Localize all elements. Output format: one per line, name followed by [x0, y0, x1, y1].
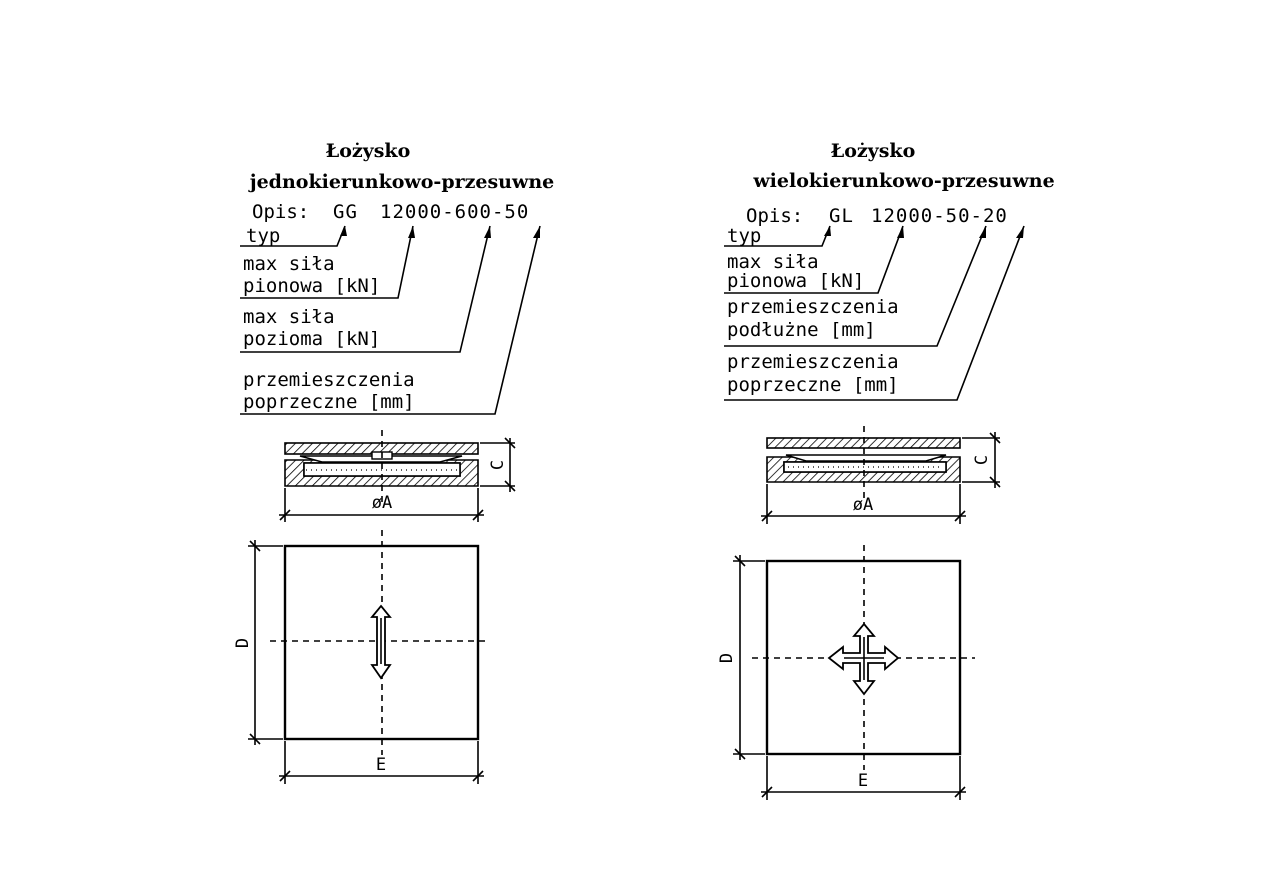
left-section-view: C øA — [279, 430, 516, 522]
right-label-v2-line2: podłużne [mm] — [727, 319, 876, 341]
right-title-line2: wielokierunkowo-przesuwne — [752, 170, 1054, 192]
left-label-typ: typ — [246, 225, 280, 247]
left-dim-A: øA — [372, 493, 392, 513]
right-section-view: C øA — [761, 426, 1001, 524]
left-title-line1: Łożysko — [326, 140, 411, 162]
right-title-line1: Łożysko — [831, 140, 916, 162]
right-code-type: GL — [829, 205, 854, 227]
right-bearing: Łożysko wielokierunkowo-przesuwne Opis: … — [717, 140, 1055, 800]
right-label-v3-line1: przemieszczenia — [727, 351, 899, 373]
left-leader-lines — [240, 225, 541, 415]
right-dim-C: C — [972, 455, 992, 465]
right-dim-D: D — [717, 653, 737, 663]
right-leader-lines — [724, 225, 1025, 401]
left-code-values: 12000-600-50 — [380, 201, 529, 223]
right-label-v3-line2: poprzeczne [mm] — [727, 374, 899, 396]
left-label-v2-line1: max siła — [243, 306, 335, 328]
right-code-values: 12000-50-20 — [871, 205, 1008, 227]
right-dim-E: E — [858, 771, 868, 791]
left-dim-C: C — [488, 460, 508, 470]
left-plan-view: D E — [233, 530, 490, 784]
left-bearing: Łożysko jednokierunkowo-przesuwne Opis: … — [233, 140, 554, 784]
right-label-v1-line2: pionowa [kN] — [727, 270, 864, 292]
right-opis-label: Opis: — [746, 205, 803, 227]
left-code-type: GG — [333, 201, 358, 223]
left-label-v1-line1: max siła — [243, 253, 335, 275]
left-label-v1-line2: pionowa [kN] — [243, 275, 380, 297]
right-label-typ: typ — [727, 225, 761, 247]
left-dim-E: E — [376, 755, 386, 775]
right-label-v2-line1: przemieszczenia — [727, 296, 899, 318]
left-label-v3-line1: przemieszczenia — [243, 369, 415, 391]
left-label-v3-line2: poprzeczne [mm] — [243, 391, 415, 413]
right-dim-A: øA — [853, 495, 873, 515]
left-label-v2-line2: pozioma [kN] — [243, 328, 380, 350]
left-opis-label: Opis: — [252, 201, 309, 223]
right-plan-view: D E — [717, 545, 975, 800]
left-dim-D: D — [233, 638, 253, 648]
left-title-line2: jednokierunkowo-przesuwne — [248, 171, 555, 193]
right-label-v1-line1: max siła — [727, 251, 819, 273]
